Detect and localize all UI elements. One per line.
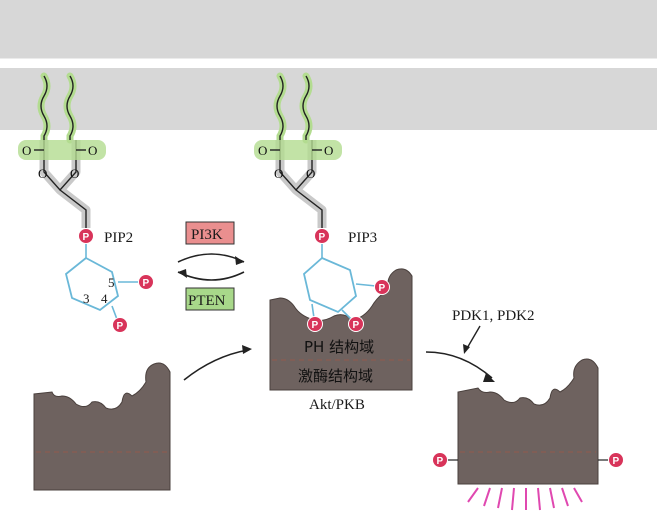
pip3-ring-bond-3: [311, 303, 315, 319]
akt-active-body: [457, 358, 599, 485]
pip3-oxygen-3: O: [274, 166, 283, 181]
phosphate-label: P: [117, 321, 124, 332]
recruitment-arrow-path: [183, 349, 249, 381]
membrane-inner-leaflet: [0, 68, 657, 130]
activation-rays: [467, 487, 583, 511]
phosphate-group: P: [314, 228, 330, 244]
pdk-arrowhead: [463, 344, 470, 354]
pip3-ring-bond-4: [341, 309, 353, 321]
pip2-oxygen-3: O: [38, 166, 47, 181]
pip2-tail-line-2: [66, 75, 74, 140]
activation-arrow: [425, 351, 495, 382]
pip3-tail-line-2: [302, 75, 310, 140]
pten-box: PTEN: [185, 287, 235, 311]
phosphate-label: P: [312, 320, 319, 331]
pi3k-arrow: [177, 253, 245, 263]
pi3k-arrowhead: [235, 256, 244, 265]
phosphate-label: P: [143, 278, 150, 289]
pip3-molecule: O O O O: [254, 72, 342, 258]
pip2-tail-line-1: [40, 75, 48, 140]
pip3-label: PIP3: [348, 230, 377, 246]
recruitment-arrowhead: [242, 345, 252, 354]
conversion-arrows: [177, 253, 245, 281]
pip3-headgroup: P P P P PIP3: [303, 228, 390, 332]
akt-protein-bound: PH 结构域 激酶结构域 Akt/PKB: [269, 268, 413, 413]
pip3-ring-bond-5: [355, 283, 377, 287]
pten-arrowhead: [178, 269, 187, 278]
ray: [483, 487, 491, 507]
ray: [467, 487, 479, 503]
pi3k-label: PI3K: [191, 227, 223, 243]
ray: [549, 487, 555, 509]
pip2-position-5: 5: [108, 275, 115, 290]
pip2-backbone: [43, 140, 87, 228]
phosphate-label: P: [613, 456, 620, 467]
phosphate-group: P: [307, 316, 323, 332]
recruitment-arrow: [183, 345, 252, 381]
phosphate-group: P: [432, 452, 448, 468]
pten-arrow: [177, 271, 245, 281]
pip3-ester-glow: [254, 140, 342, 160]
pip2-position-3: 3: [83, 291, 90, 306]
pip3-tail-line-1: [276, 75, 284, 140]
phosphate-label: P: [83, 232, 90, 243]
kinase-domain-label: 激酶结构域: [298, 367, 373, 385]
pip2-ester-glow: [18, 140, 106, 160]
pip2-position-4: 4: [101, 291, 108, 306]
phosphate-label: P: [379, 283, 386, 294]
akt-label: Akt/PKB: [309, 397, 365, 413]
pi3k-box: PI3K: [185, 221, 235, 245]
pip2-oxygen-4: O: [70, 166, 79, 181]
pip3-oxygen-4: O: [306, 166, 315, 181]
pten-box-bg: [185, 287, 235, 311]
pip2-oxygen-2: O: [88, 143, 97, 158]
phosphate-group: P: [138, 274, 154, 290]
pip2-inositol-ring: [64, 256, 120, 312]
activation-arrowhead: [483, 373, 495, 382]
phosphate-label: P: [353, 320, 360, 331]
ray: [561, 487, 569, 507]
phosphate-group: P: [348, 316, 364, 332]
phosphate-group: P: [608, 452, 624, 468]
pdk-arrow: [465, 325, 481, 351]
phosphate-label: P: [437, 456, 444, 467]
akt-protein-inactive: [33, 362, 171, 491]
pip3-inositol-ring: [303, 256, 357, 314]
pten-label: PTEN: [188, 293, 226, 309]
ray: [497, 487, 503, 509]
pip2-oxygen-1: O: [22, 143, 31, 158]
ray: [537, 487, 541, 511]
ph-domain-label: PH 结构域: [304, 338, 374, 356]
pip3-oxygen-2: O: [324, 143, 333, 158]
pdk-label: PDK1, PDK2: [452, 308, 535, 324]
pip2-label: PIP2: [104, 230, 133, 246]
pip3-oxygen-1: O: [258, 143, 267, 158]
phosphate-label: P: [319, 232, 326, 243]
cell-membrane: [0, 0, 657, 130]
pdk-kinases: PDK1, PDK2: [452, 308, 535, 354]
akt-inactive-body: [33, 362, 171, 491]
phosphate-group: P: [78, 228, 94, 244]
pi3k-box-bg: [185, 221, 235, 245]
akt-protein-active: P P: [432, 358, 624, 511]
pip3-backbone: [279, 140, 323, 228]
ray: [573, 487, 583, 503]
ray: [511, 487, 515, 511]
phosphate-group: P: [374, 279, 390, 295]
pip2-molecule: O O O O 5 3 4 P P P PIP2: [18, 72, 154, 333]
activation-arrow-path: [425, 351, 493, 379]
membrane-outer-leaflet: [0, 0, 657, 60]
phosphate-group: P: [112, 317, 128, 333]
